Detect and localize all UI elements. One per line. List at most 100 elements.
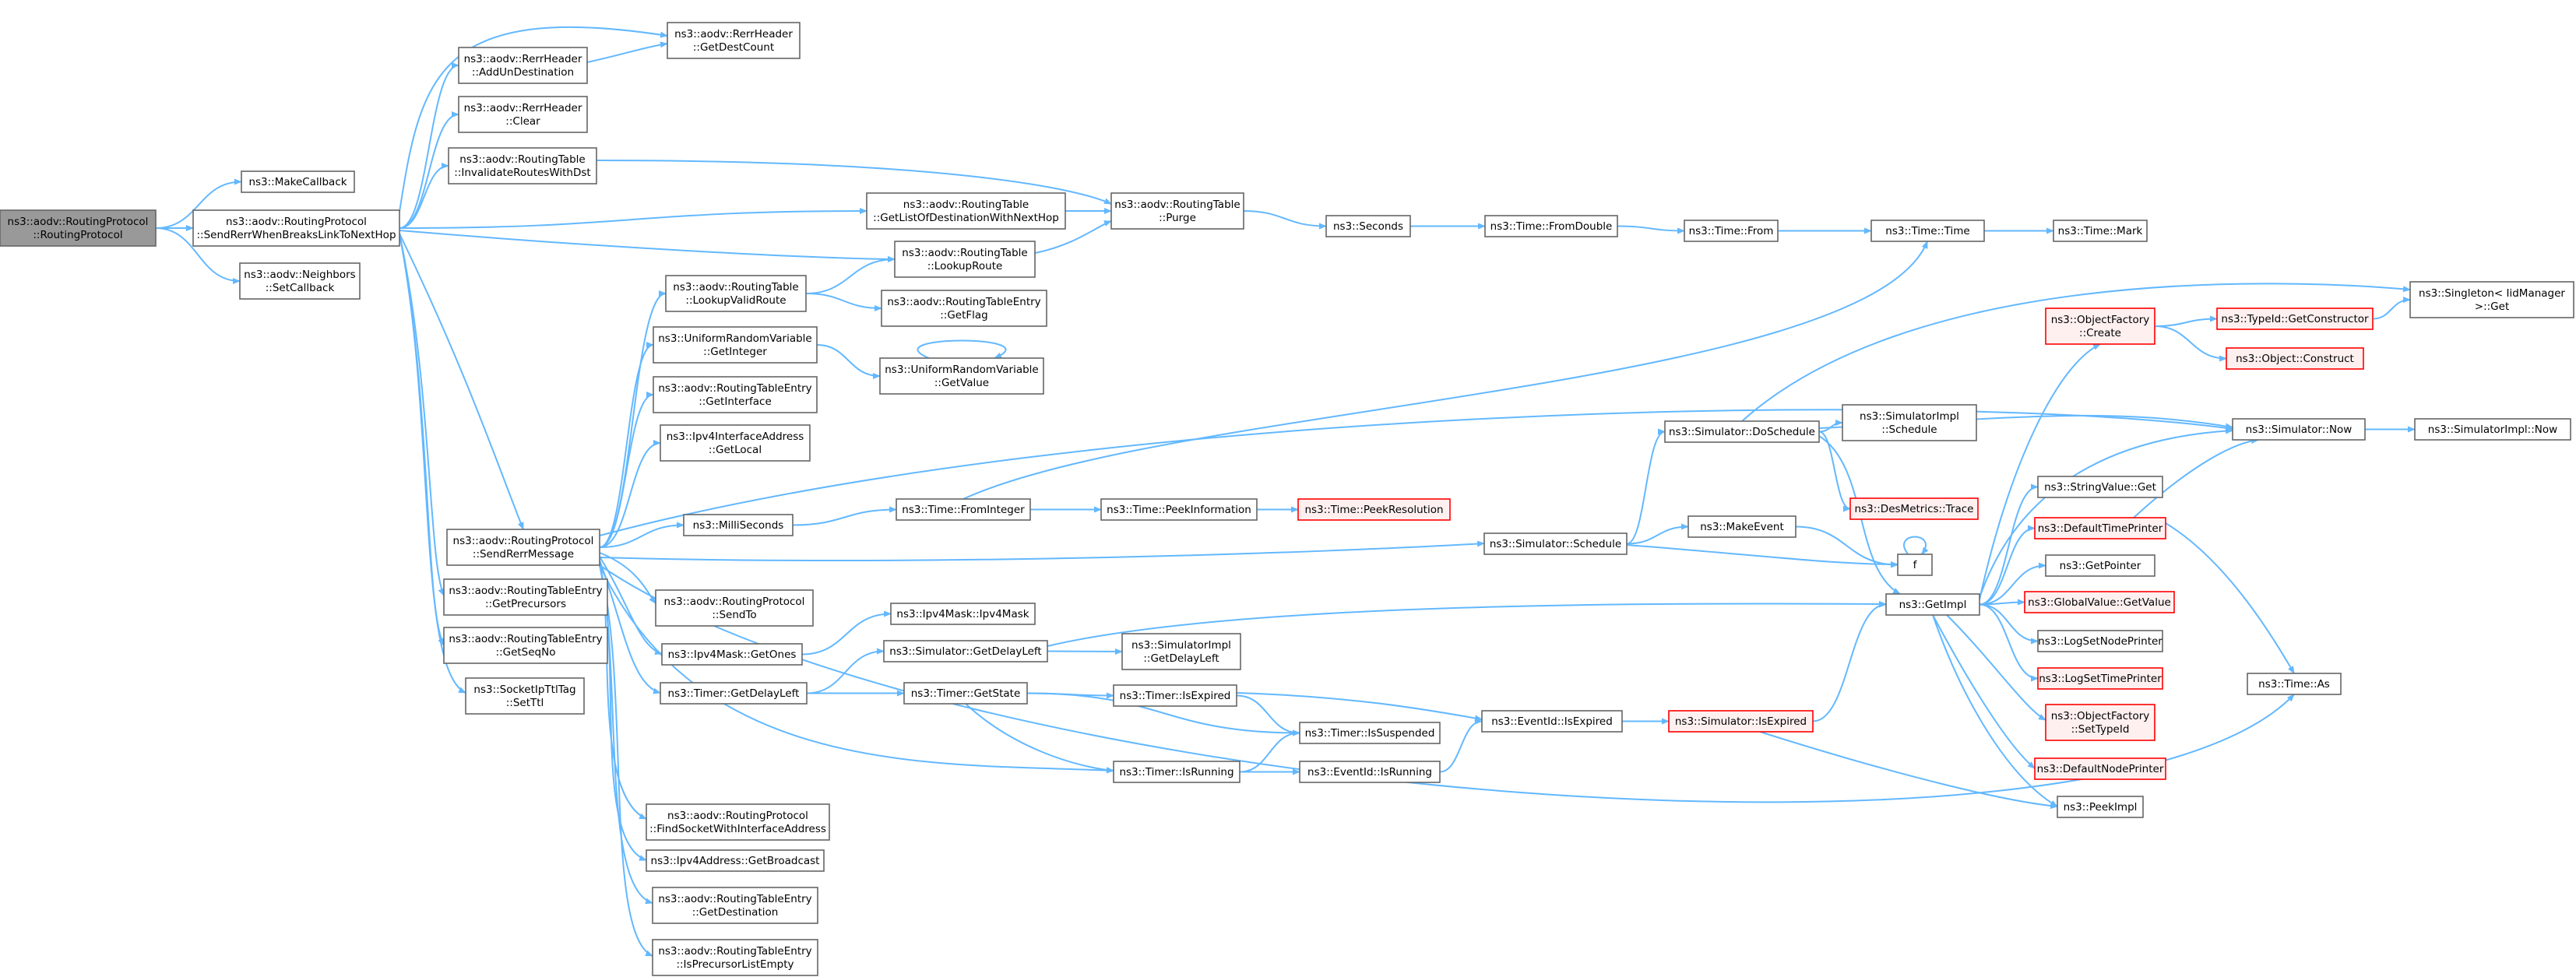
node-simGetDelayLeft[interactable]: ns3::Simulator::GetDelayLeft [883,640,1048,662]
node-label: ns3::Simulator::IsExpired [1675,715,1807,728]
node-sendRerrWhenBreaks[interactable]: ns3::aodv::RoutingProtocol::SendRerrWhen… [192,209,400,247]
node-timerIsRunning[interactable]: ns3::Timer::IsRunning [1113,761,1240,783]
node-makeEvent[interactable]: ns3::MakeEvent [1687,515,1797,538]
node-neighborsSetCallback[interactable]: ns3::aodv::Neighbors::SetCallback [239,262,361,300]
node-rerrGetDestCount[interactable]: ns3::aodv::RerrHeader::GetDestCount [667,22,801,59]
node-simImplSchedule[interactable]: ns3::SimulatorImpl::Schedule [1842,404,1977,441]
node-peekImpl[interactable]: ns3::PeekImpl [2057,796,2144,818]
node-timerIsSuspended[interactable]: ns3::Timer::IsSuspended [1299,722,1441,744]
node-rpSendTo[interactable]: ns3::aodv::RoutingProtocol::SendTo [655,589,814,627]
call-edge-f-to-f [1903,536,1929,555]
node-label: ns3::Timer::GetState [911,687,1021,700]
node-rteGetPrecursors[interactable]: ns3::aodv::RoutingTableEntry::GetPrecurs… [443,578,608,616]
call-edge-simSchedule-to-simDoSchedule [1626,428,1666,545]
node-timePeekInfo[interactable]: ns3::Time::PeekInformation [1100,498,1258,521]
node-urvGetInteger[interactable]: ns3::UniformRandomVariable::GetInteger [653,326,818,364]
node-root[interactable]: ns3::aodv::RoutingProtocol::RoutingProto… [0,209,157,247]
node-timerIsExpired[interactable]: ns3::Timer::IsExpired [1113,684,1237,707]
node-simImplGetDelayLeft[interactable]: ns3::SimulatorImpl::GetDelayLeft [1121,633,1241,670]
node-typeIdGetCtor[interactable]: ns3::TypeId::GetConstructor [2216,308,2374,330]
node-timeAs[interactable]: ns3::Time::As [2247,673,2342,695]
node-box [1897,554,1933,576]
node-simSchedule[interactable]: ns3::Simulator::Schedule [1483,532,1628,555]
node-f[interactable]: f [1897,554,1933,576]
node-ipv4MaskCtor[interactable]: ns3::Ipv4Mask::Ipv4Mask [890,603,1036,625]
node-label: ns3::LogSetNodePrinter [2038,635,2163,648]
node-rtLookupRoute[interactable]: ns3::aodv::RoutingTable::LookupRoute [894,241,1036,278]
node-rteGetInterface[interactable]: ns3::aodv::RoutingTableEntry::GetInterfa… [653,376,818,413]
node-socketSetTtl[interactable]: ns3::SocketIpTtlTag::SetTtl [465,677,585,715]
node-rtGetList[interactable]: ns3::aodv::RoutingTable::GetListOfDestin… [866,192,1066,230]
node-logSetTimePrinter[interactable]: ns3::LogSetTimePrinter [2037,667,2163,690]
call-edge-getImpl-to-logSetTimePrinter [1979,603,2039,682]
node-box [903,682,1028,705]
node-simulatorNow[interactable]: ns3::Simulator::Now [2232,418,2366,441]
node-box [1668,710,1814,733]
node-milliSeconds[interactable]: ns3::MilliSeconds [683,514,794,536]
node-label: ns3::aodv::RoutingProtocol [667,810,808,822]
node-rpFindSocket[interactable]: ns3::aodv::RoutingProtocol::FindSocketWi… [646,803,830,841]
node-objFactorySetTypeId[interactable]: ns3::ObjectFactory::SetTypeId [2045,704,2155,741]
node-desMetricsTrace[interactable]: ns3::DesMetrics::Trace [1849,497,1979,520]
node-ipv4MaskGetOnes[interactable]: ns3::Ipv4Mask::GetOnes [661,643,803,666]
node-seconds[interactable]: ns3::Seconds [1325,215,1411,237]
node-getImpl[interactable]: ns3::GetImpl [1885,593,1980,616]
node-timeFrom[interactable]: ns3::Time::From [1684,220,1779,242]
node-label: ns3::Simulator::DoSchedule [1669,426,1815,438]
node-makeCallback[interactable]: ns3::MakeCallback [241,170,355,193]
node-rerrAddUnDest[interactable]: ns3::aodv::RerrHeader::AddUnDestination [458,47,588,84]
call-edge-simGetDelayLeft-to-getImpl [1047,600,1887,647]
node-simDoSchedule[interactable]: ns3::Simulator::DoSchedule [1664,420,1820,443]
node-rtInvalidate[interactable]: ns3::aodv::RoutingTable::InvalidateRoute… [448,147,597,185]
node-timeFromInteger[interactable]: ns3::Time::FromInteger [896,498,1031,521]
node-simImplNow[interactable]: ns3::SimulatorImpl::Now [2414,418,2571,441]
node-label: ns3::Object::Construct [2236,353,2354,365]
node-label: ns3::MilliSeconds [693,519,784,532]
node-label: ns3::MakeCallback [248,176,347,188]
call-edge-timerGetState-to-timerIsSuspended [1026,692,1300,736]
node-rtLookupValid[interactable]: ns3::aodv::RoutingTable::LookupValidRout… [665,275,807,312]
node-singletonGet[interactable]: ns3::Singleton< IidManager>::Get [2409,281,2574,318]
node-rteIsPrecursorEmpty[interactable]: ns3::aodv::RoutingTableEntry::IsPrecurso… [652,939,818,976]
node-label: ns3::StringValue::Get [2044,481,2156,494]
node-timerGetState[interactable]: ns3::Timer::GetState [903,682,1028,705]
node-stringValueGet[interactable]: ns3::StringValue::Get [2037,476,2163,498]
node-defaultTimePrinter[interactable]: ns3::DefaultTimePrinter [2034,517,2166,539]
node-label: ns3::aodv::RoutingTableEntry [449,633,602,645]
node-rteGetDestination[interactable]: ns3::aodv::RoutingTableEntry::GetDestina… [652,887,818,924]
node-logSetNodePrinter[interactable]: ns3::LogSetNodePrinter [2037,630,2163,652]
node-rteGetFlag[interactable]: ns3::aodv::RoutingTableEntry::GetFlag [881,290,1047,327]
call-edge-timerIsExpired-to-timerIsSuspended [1236,694,1300,736]
node-objectConstruct[interactable]: ns3::Object::Construct [2226,347,2364,370]
node-simIsExpired[interactable]: ns3::Simulator::IsExpired [1668,710,1814,733]
node-label: ns3::aodv::RoutingTable [1114,199,1240,211]
node-label: ns3::Timer::IsExpired [1120,690,1231,702]
node-ipv4ifGetLocal[interactable]: ns3::Ipv4InterfaceAddress::GetLocal [660,424,811,462]
node-rerrClear[interactable]: ns3::aodv::RerrHeader::Clear [458,96,588,133]
node-rtPurge[interactable]: ns3::aodv::RoutingTable::Purge [1110,192,1244,230]
node-timerGetDelayLeft[interactable]: ns3::Timer::GetDelayLeft [660,682,808,705]
node-timeMark[interactable]: ns3::Time::Mark [2053,220,2148,242]
node-objFactoryCreate[interactable]: ns3::ObjectFactory::Create [2045,308,2155,345]
node-urvGetValue[interactable]: ns3::UniformRandomVariable::GetValue [879,357,1044,395]
node-getPointer[interactable]: ns3::GetPointer [2045,554,2155,577]
call-edge-getImpl-to-objFactorySetTypeId [1946,614,2046,721]
node-box [660,682,808,705]
call-edge-sendRerrWhenBreaks-to-rtInvalidate [399,163,449,229]
node-box [661,643,803,666]
node-timePeekRes[interactable]: ns3::Time::PeekResolution [1297,498,1451,521]
call-edge-sendRerrMessage-to-simulatorNow [599,409,2233,536]
node-eventIdIsExpired[interactable]: ns3::EventId::IsExpired [1481,710,1623,733]
node-timeTime[interactable]: ns3::Time::Time [1870,220,1985,242]
node-sendRerrMessage[interactable]: ns3::aodv::RoutingProtocol::SendRerrMess… [446,529,600,566]
call-edge-timeFromDouble-to-timeFrom [1617,225,1685,234]
node-label: ns3::Simulator::Schedule [1490,538,1621,550]
node-defaultNodePrinter[interactable]: ns3::DefaultNodePrinter [2034,757,2166,780]
node-eventIdIsRunning[interactable]: ns3::EventId::IsRunning [1299,761,1441,783]
node-timeFromDouble[interactable]: ns3::Time::FromDouble [1484,215,1618,237]
node-label: ns3::Timer::IsSuspended [1305,727,1435,740]
node-ipv4AddrGetBroadcast[interactable]: ns3::Ipv4Address::GetBroadcast [646,849,825,872]
node-label: ns3::Time::From [1689,225,1774,237]
node-globalValueGetValue[interactable]: ns3::GlobalValue::GetValue [2024,591,2175,613]
node-rteGetSeqNo[interactable]: ns3::aodv::RoutingTableEntry::GetSeqNo [443,627,608,664]
